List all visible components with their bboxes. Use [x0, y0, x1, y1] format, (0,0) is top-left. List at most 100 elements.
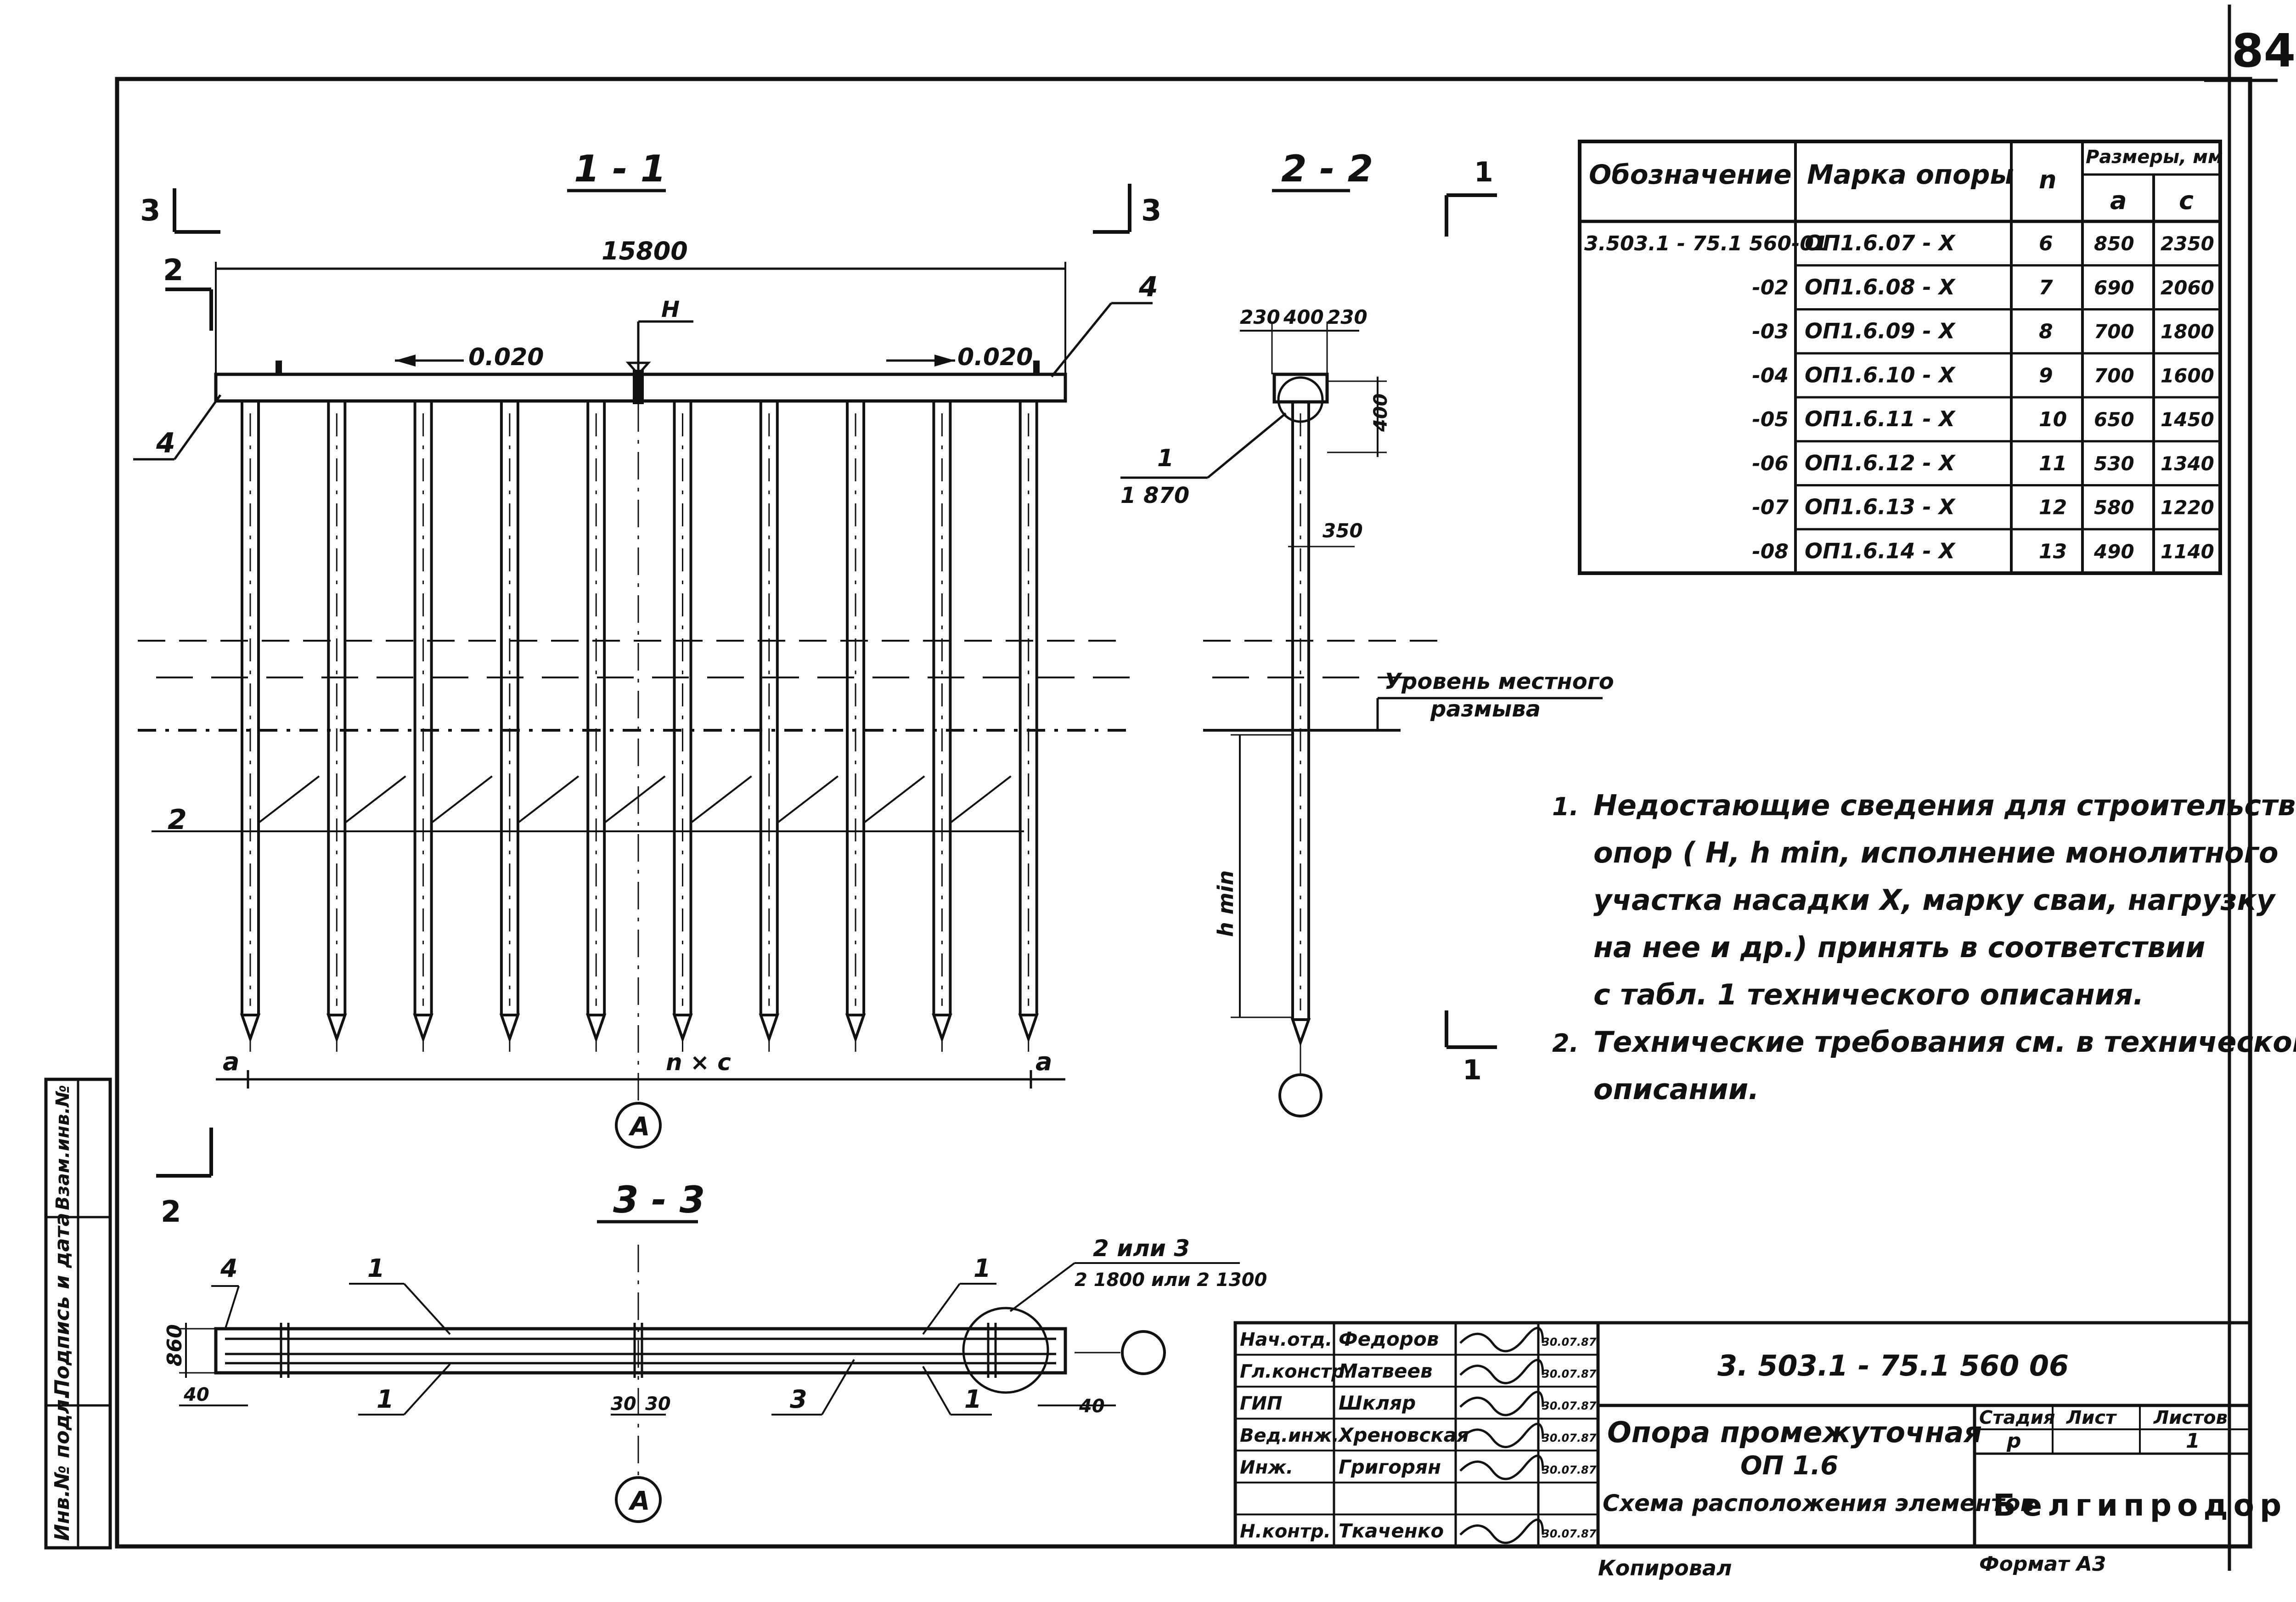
signature-scribble: [1459, 1422, 1544, 1448]
pile: [845, 401, 925, 1052]
pile-tip: [1018, 1014, 1039, 1044]
leader-line: [1207, 412, 1287, 479]
callout-1-bottom-right: 1: [964, 1385, 982, 1414]
dim-230-right: 230: [1327, 306, 1367, 328]
title-line-3: Схема расположения элементов: [1603, 1490, 2035, 1517]
cell-n: 11: [2039, 452, 2067, 475]
copied-label: Копировал: [1598, 1556, 1732, 1580]
slope-right-value: 0.020: [957, 344, 1033, 371]
note-number: 1.: [1552, 792, 1579, 821]
cell-mark: ОП1.6.07 - Х: [1805, 231, 1956, 255]
dim-a-left: a: [223, 1047, 239, 1076]
pile: [326, 401, 406, 1052]
cell-designation: -05: [1752, 408, 1789, 431]
cell-designation: -02: [1752, 276, 1789, 299]
pile-tip: [672, 1014, 693, 1044]
signer-role: Вед.инж.: [1240, 1425, 1339, 1446]
callout-1-bottom-left: 1: [377, 1385, 394, 1414]
cell-n: 7: [2039, 276, 2053, 299]
anchor-marker: [1033, 361, 1040, 374]
pile: [932, 401, 1012, 1052]
leader-1: 1: [1157, 445, 1174, 472]
side-stamp-replace: Взам.инв.№: [52, 1085, 73, 1210]
cell-a: 530: [2094, 452, 2134, 475]
pile: [1018, 401, 1039, 1052]
cell-designation: -08: [1752, 540, 1789, 563]
callout-2-leader: [691, 775, 752, 823]
note-line: описании.: [1593, 1072, 1759, 1106]
header-n: n: [2039, 165, 2056, 194]
piles-group: [240, 401, 1039, 1052]
note-line: Недостающие сведения для строительства: [1593, 789, 2296, 822]
header-mark: Марка опоры: [1807, 159, 2014, 190]
header-c: c: [2179, 186, 2194, 215]
callout-2-or-3-dim: 2 1800 или 2 1300: [1075, 1269, 1267, 1291]
cell-c: 1220: [2161, 496, 2214, 519]
dim-30-left: 30: [611, 1393, 636, 1415]
callout-1-top-left: 1: [367, 1254, 385, 1283]
cell-c: 1800: [2161, 321, 2214, 343]
axis-marker-a: [615, 1102, 662, 1149]
cell-designation: -03: [1752, 320, 1789, 344]
cell-mark: ОП1.6.11 - Х: [1805, 406, 1956, 431]
sheet-label: Лист: [2066, 1407, 2117, 1428]
axis-marker: [1278, 1073, 1322, 1117]
cut-mark-3-right: 3: [1141, 194, 1162, 228]
anchor-marker: [276, 361, 282, 374]
height-mark-triangle: [625, 361, 651, 376]
callout-2-leader: [864, 775, 925, 823]
cell-n: 9: [2039, 364, 2053, 387]
note-line: опор ( H, h min, исполнение монолитного: [1593, 836, 2279, 869]
side-stamp-inv: Инв.№ подл.: [51, 1392, 74, 1541]
callout-leader: [922, 1283, 961, 1335]
cell-n: 13: [2039, 540, 2067, 563]
callout-2-leader: [432, 775, 493, 823]
format-label: Формат А3: [1979, 1552, 2106, 1576]
note-line: Технические требования см. в техническом: [1593, 1025, 2296, 1059]
cell-c: 2350: [2161, 232, 2214, 255]
side-stamp: Инв.№ подл. Подпись и дата Взам.инв.№: [44, 1077, 112, 1550]
callout-2-leader: [604, 775, 666, 823]
pile-tip: [932, 1014, 952, 1044]
callout-2-leader: [951, 775, 1012, 823]
cell-mark: ОП1.6.08 - Х: [1805, 275, 1956, 299]
cut-mark-2-bottom: 2: [161, 1195, 181, 1229]
cell-c: 1140: [2161, 540, 2214, 563]
signer-date: 30.07.87: [1542, 1336, 1597, 1348]
cell-mark: ОП1.6.09 - Х: [1805, 319, 1956, 344]
pile-tip: [759, 1014, 780, 1044]
cell-c: 1600: [2161, 364, 2214, 387]
header-sizes: Размеры, мм: [2086, 147, 2223, 168]
signer-date: 30.07.87: [1542, 1368, 1597, 1381]
title-line-1: Опора промежуточная: [1607, 1416, 1982, 1449]
callout-leader: [922, 1366, 951, 1415]
signer-name: Ткаченко: [1339, 1520, 1444, 1542]
cell-c: 1450: [2161, 408, 2214, 431]
cell-designation: -04: [1752, 364, 1789, 387]
cut-mark-1-top: 1: [1474, 156, 1493, 188]
pile-tip: [413, 1014, 433, 1044]
signer-role: Нач.отд.: [1240, 1329, 1332, 1350]
signer-date: 30.07.87: [1542, 1528, 1597, 1540]
spec-table-border: [1578, 140, 2222, 575]
callout-leader: [1009, 1262, 1075, 1312]
callout-leader: [173, 394, 222, 460]
callout-leader: [403, 1363, 451, 1416]
view-2-2: 2 - 2 1 1 230 400 230 400 350 1: [1120, 147, 1614, 1117]
cell-c: 2060: [2161, 276, 2214, 299]
pile-tip: [585, 1014, 607, 1044]
cell-designation: 3.503.1 - 75.1 560-01: [1584, 232, 1828, 255]
callout-leader: [224, 1286, 240, 1330]
